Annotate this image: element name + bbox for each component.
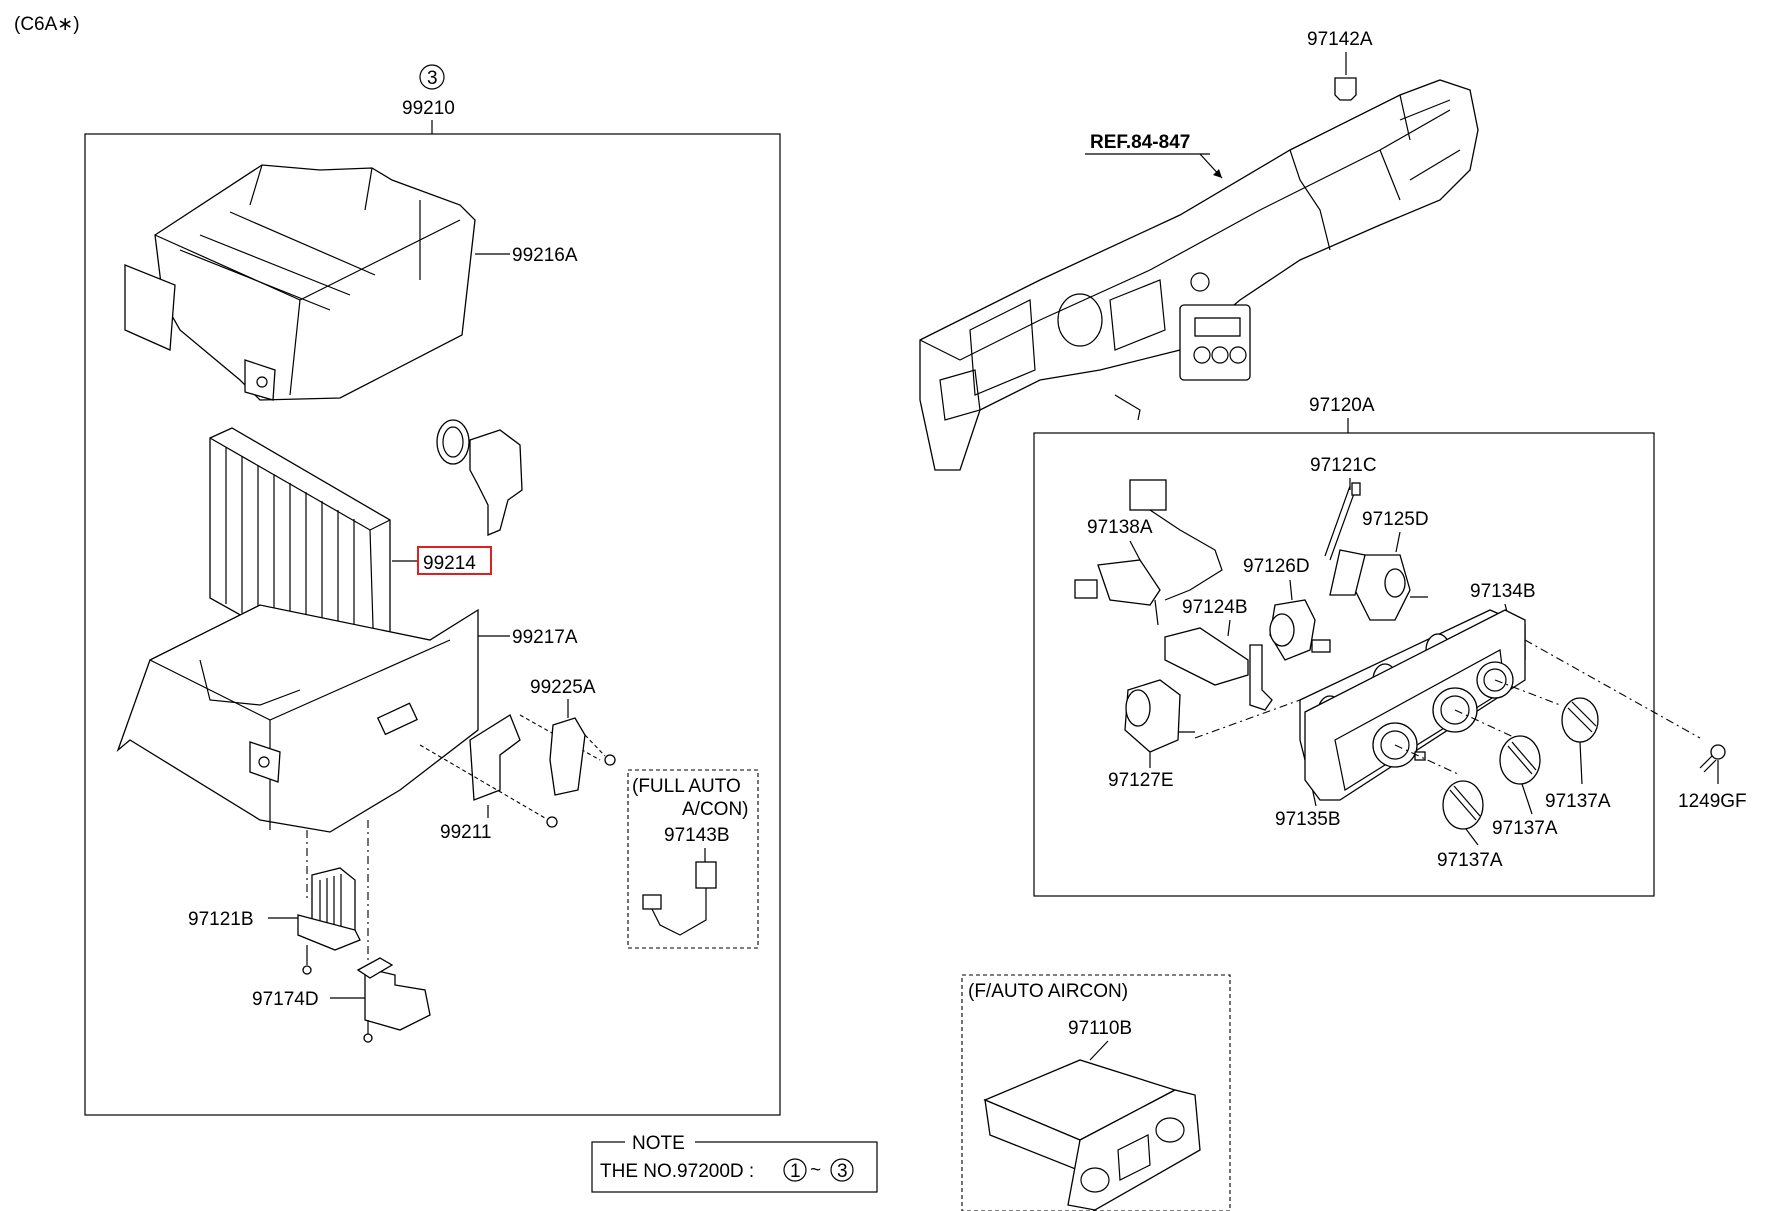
knob-97137A-2-part[interactable] bbox=[1499, 735, 1541, 785]
harness-97138A-part[interactable] bbox=[1074, 479, 1223, 626]
switch-97126D-part[interactable] bbox=[1269, 599, 1331, 661]
label-97135B: 97135B bbox=[1275, 809, 1341, 830]
control-assembly: 97120A 97121C 97138A 97125D 97126D bbox=[1033, 395, 1747, 897]
label-97127E: 97127E bbox=[1108, 770, 1174, 791]
ref-label[interactable]: REF.84-847 bbox=[1090, 132, 1190, 153]
label-97121C: 97121C bbox=[1310, 455, 1377, 476]
note-box: NOTE THE NO.97200D : 1 ~ 3 bbox=[591, 1130, 878, 1193]
left-assembly: 3 99210 99216A 99214 bbox=[84, 64, 781, 1116]
label-99216A: 99216A bbox=[512, 245, 578, 266]
control-frame bbox=[1033, 432, 1655, 897]
label-97137A-1: 97137A bbox=[1545, 791, 1611, 812]
note-range-sep: ~ bbox=[810, 1160, 821, 1181]
control-unit-97110B-part[interactable] bbox=[983, 1059, 1201, 1211]
label-97121B: 97121B bbox=[188, 909, 254, 930]
full-auto-title-1: (FULL AUTO bbox=[632, 776, 741, 797]
bracket-99211-part[interactable] bbox=[419, 714, 601, 828]
cable-97121C-part[interactable] bbox=[1324, 482, 1361, 561]
knob-97137A-3-part[interactable] bbox=[1442, 780, 1484, 830]
label-97137A-3: 97137A bbox=[1437, 850, 1503, 871]
upper-case-part[interactable] bbox=[124, 164, 476, 401]
label-1249GF: 1249GF bbox=[1678, 791, 1747, 812]
label-97120A: 97120A bbox=[1309, 395, 1375, 416]
note-circled-from: 1 bbox=[790, 1161, 801, 1182]
label-97137A-2: 97137A bbox=[1492, 818, 1558, 839]
f-auto-title: (F/AUTO AIRCON) bbox=[968, 981, 1128, 1002]
assembly-part-number: 99210 bbox=[402, 98, 455, 119]
wire-harness-97143B-part[interactable] bbox=[642, 861, 717, 936]
highlight-box-99214 bbox=[417, 546, 492, 575]
f-auto-box: (F/AUTO AIRCON) 97110B bbox=[961, 974, 1231, 1211]
assembly-frame bbox=[84, 133, 781, 1116]
label-97134B: 97134B bbox=[1470, 581, 1536, 602]
screw-1249GF-part[interactable] bbox=[1699, 744, 1726, 773]
relay-97174D-part[interactable] bbox=[356, 957, 431, 1043]
label-97143B: 97143B bbox=[664, 825, 730, 846]
label-97138A: 97138A bbox=[1087, 517, 1153, 538]
assembly-circled-number: 3 bbox=[427, 68, 438, 89]
label-99217A: 99217A bbox=[512, 627, 578, 648]
label-97125D: 97125D bbox=[1362, 509, 1429, 530]
sensor-99225A-part[interactable] bbox=[549, 717, 616, 796]
clip-97142A-part[interactable] bbox=[1334, 77, 1357, 101]
actuator-97125D-part[interactable] bbox=[1329, 549, 1428, 621]
label-97124B: 97124B bbox=[1182, 597, 1248, 618]
label-97142A: 97142A bbox=[1307, 29, 1373, 50]
label-99211: 99211 bbox=[440, 822, 491, 843]
label-99214[interactable]: 99214 bbox=[423, 553, 476, 574]
note-text: THE NO.97200D : bbox=[600, 1161, 754, 1182]
full-auto-box: (FULL AUTO A/CON) 97143B bbox=[627, 769, 759, 949]
dashboard-panel-part[interactable] bbox=[919, 79, 1479, 471]
label-97110B: 97110B bbox=[1068, 1018, 1132, 1039]
full-auto-title-2: A/CON) bbox=[682, 799, 749, 820]
dashboard-area: 97142A REF.84-847 bbox=[919, 29, 1479, 471]
note-circled-to: 3 bbox=[837, 1161, 848, 1182]
actuator-97127E-part[interactable] bbox=[1124, 679, 1301, 753]
panel-97135B-part[interactable] bbox=[1304, 609, 1526, 801]
resistor-97121B-part[interactable] bbox=[297, 867, 361, 975]
label-99225A: 99225A bbox=[530, 677, 596, 698]
label-97126D: 97126D bbox=[1243, 556, 1310, 577]
lower-case-part[interactable] bbox=[116, 604, 479, 833]
lever-97124B-part[interactable] bbox=[1164, 627, 1273, 711]
model-code: (C6A∗) bbox=[14, 14, 80, 35]
label-97174D: 97174D bbox=[252, 989, 319, 1010]
note-title: NOTE bbox=[632, 1133, 685, 1154]
knob-97137A-1-part[interactable] bbox=[1561, 697, 1599, 743]
bracket-part[interactable] bbox=[436, 419, 523, 536]
